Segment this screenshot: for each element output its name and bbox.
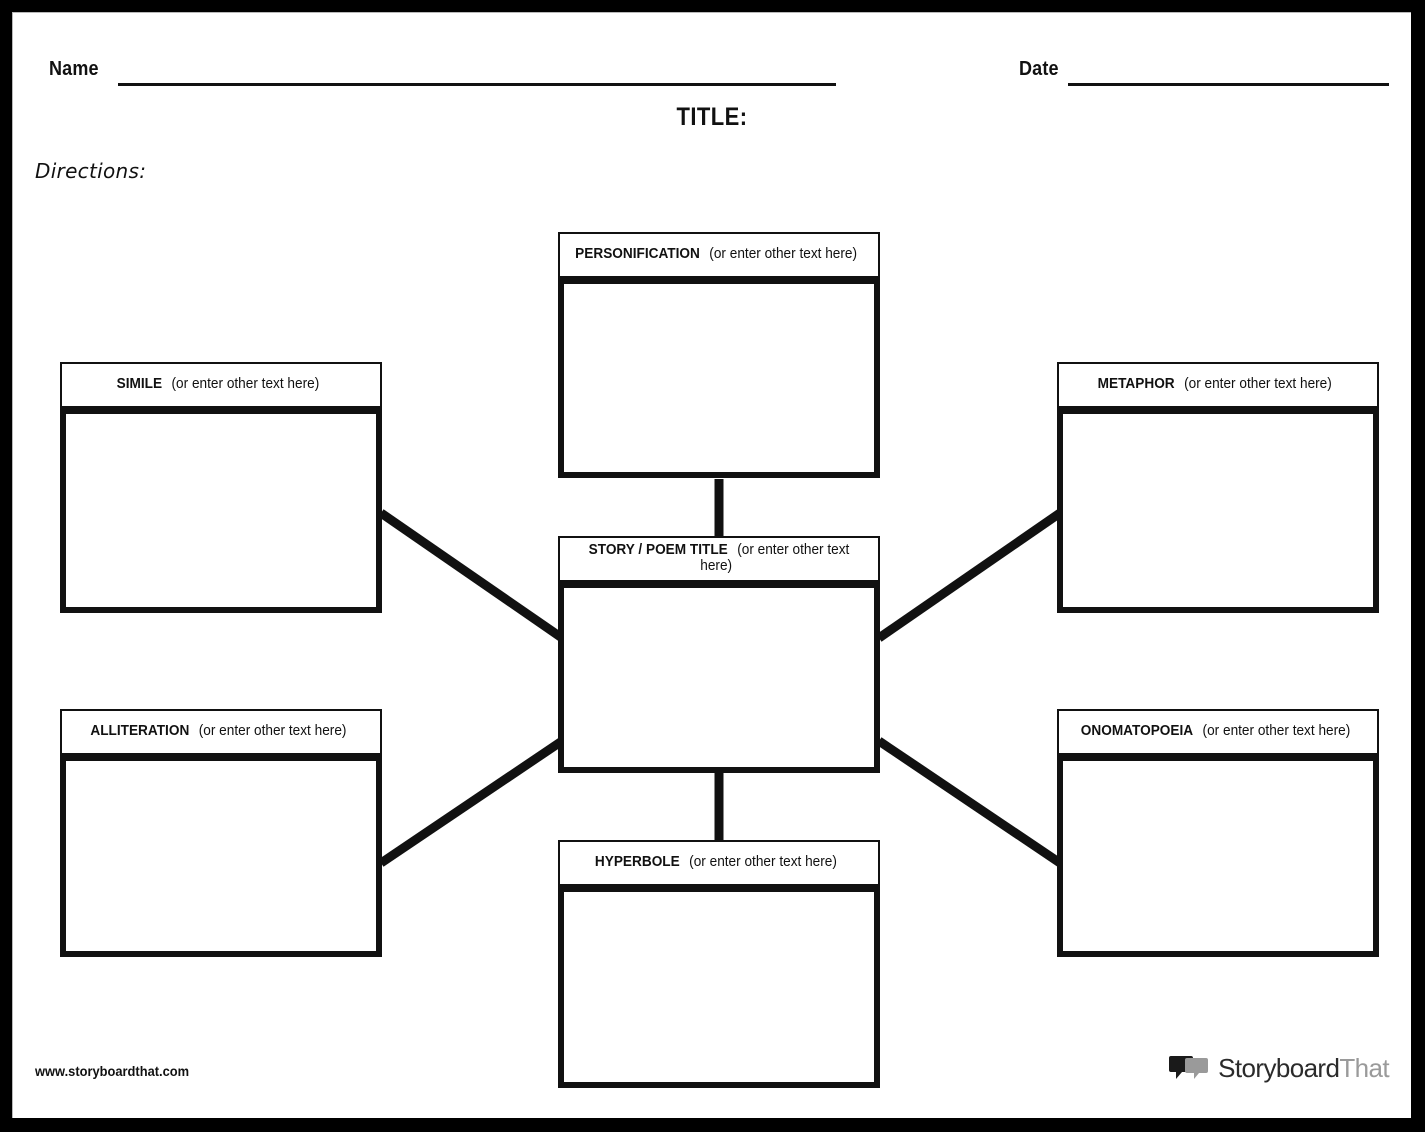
node-personification-label[interactable]: PERSONIFICATION (or enter other text her… bbox=[558, 232, 880, 278]
node-alliteration-input[interactable] bbox=[60, 755, 382, 957]
directions-label: Directions: bbox=[35, 159, 147, 183]
date-label: Date bbox=[1019, 58, 1059, 80]
logo-wordmark: StoryboardThat bbox=[1218, 1053, 1389, 1084]
storyboardthat-logo[interactable]: StoryboardThat bbox=[1169, 1053, 1390, 1084]
node-simile-label[interactable]: SIMILE (or enter other text here) bbox=[60, 362, 382, 408]
node-center-label[interactable]: STORY / POEM TITLE (or enter other text … bbox=[558, 536, 880, 582]
name-write-line[interactable] bbox=[118, 83, 836, 86]
node-personification-term: PERSONIFICATION bbox=[575, 246, 700, 263]
speech-bubbles-icon bbox=[1169, 1055, 1209, 1079]
node-hyperbole-hint: (or enter other text here) bbox=[689, 854, 838, 871]
footer-url[interactable]: www.storyboardthat.com bbox=[35, 1063, 190, 1079]
node-center-hint: (or enter other text here) bbox=[700, 542, 850, 574]
node-onomatopoeia-term: ONOMATOPOEIA bbox=[1080, 723, 1193, 740]
node-personification-hint: (or enter other text here) bbox=[709, 246, 858, 263]
connector-alliteration bbox=[378, 737, 565, 867]
node-hyperbole-input[interactable] bbox=[558, 886, 880, 1088]
node-simile-hint: (or enter other text here) bbox=[171, 376, 320, 393]
node-alliteration: ALLITERATION (or enter other text here) bbox=[60, 709, 382, 957]
node-alliteration-label[interactable]: ALLITERATION (or enter other text here) bbox=[60, 709, 382, 755]
node-onomatopoeia-label[interactable]: ONOMATOPOEIA (or enter other text here) bbox=[1057, 709, 1379, 755]
node-metaphor-label[interactable]: METAPHOR (or enter other text here) bbox=[1057, 362, 1379, 408]
name-label: Name bbox=[49, 58, 99, 80]
page-title: TITLE: bbox=[676, 103, 748, 131]
node-center-input[interactable] bbox=[558, 582, 880, 773]
spider-map-diagram: PERSONIFICATION (or enter other text her… bbox=[13, 13, 1412, 1119]
node-simile: SIMILE (or enter other text here) bbox=[60, 362, 382, 613]
node-metaphor-input[interactable] bbox=[1057, 408, 1379, 613]
node-personification-input[interactable] bbox=[558, 278, 880, 478]
node-alliteration-hint: (or enter other text here) bbox=[198, 723, 347, 740]
node-metaphor: METAPHOR (or enter other text here) bbox=[1057, 362, 1379, 613]
logo-word-primary: Storyboard bbox=[1218, 1053, 1340, 1083]
node-onomatopoeia-input[interactable] bbox=[1057, 755, 1379, 957]
node-hyperbole-label[interactable]: HYPERBOLE (or enter other text here) bbox=[558, 840, 880, 886]
node-simile-term: SIMILE bbox=[116, 376, 163, 393]
node-personification: PERSONIFICATION (or enter other text her… bbox=[558, 232, 880, 478]
node-center-story-poem-title: STORY / POEM TITLE (or enter other text … bbox=[558, 536, 880, 773]
connector-metaphor bbox=[876, 509, 1063, 642]
connector-simile bbox=[378, 509, 565, 642]
node-hyperbole: HYPERBOLE (or enter other text here) bbox=[558, 840, 880, 1088]
connector-onomatopoeia bbox=[876, 737, 1063, 867]
logo-word-secondary: That bbox=[1339, 1053, 1389, 1083]
node-alliteration-term: ALLITERATION bbox=[90, 723, 190, 740]
node-hyperbole-term: HYPERBOLE bbox=[595, 854, 681, 871]
node-simile-input[interactable] bbox=[60, 408, 382, 613]
connector-lines bbox=[378, 479, 1063, 867]
worksheet-page: Name Date TITLE: Directions: PERSONIFICA… bbox=[12, 12, 1411, 1118]
node-onomatopoeia: ONOMATOPOEIA (or enter other text here) bbox=[1057, 709, 1379, 957]
node-onomatopoeia-hint: (or enter other text here) bbox=[1202, 723, 1350, 740]
node-metaphor-term: METAPHOR bbox=[1098, 376, 1176, 393]
node-metaphor-hint: (or enter other text here) bbox=[1184, 376, 1333, 393]
date-write-line[interactable] bbox=[1068, 83, 1389, 86]
node-center-term: STORY / POEM TITLE bbox=[588, 542, 728, 559]
